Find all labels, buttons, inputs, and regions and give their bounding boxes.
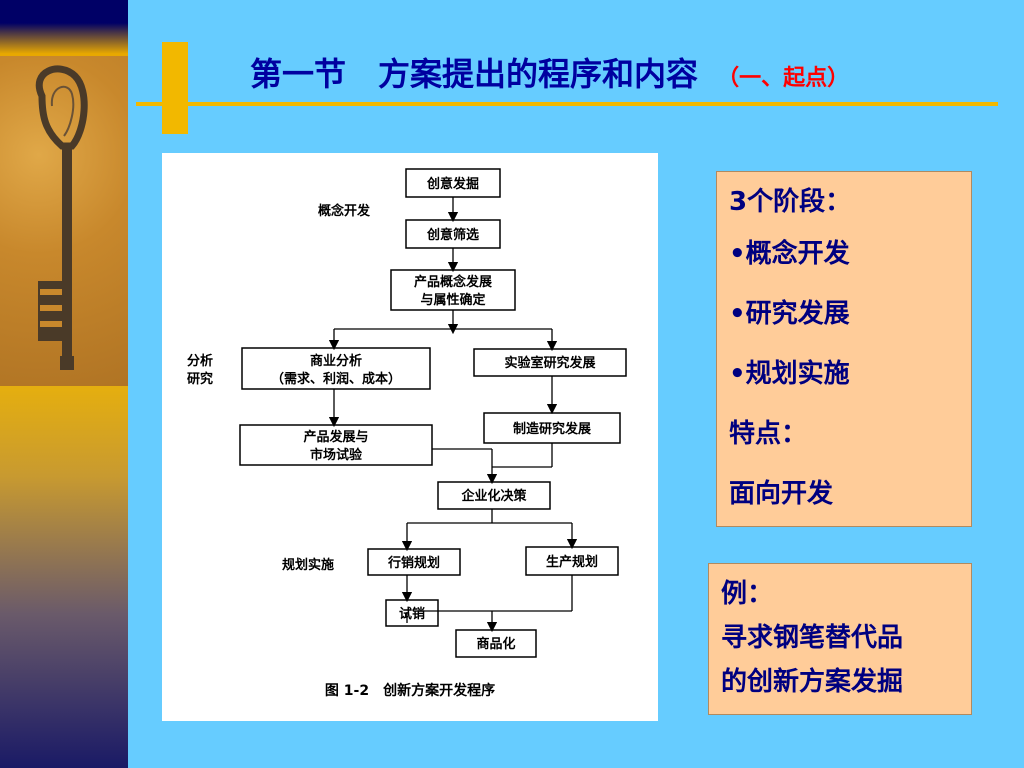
node-text-n12: 商品化 (476, 636, 515, 652)
example-line: 的创新方案发掘 (721, 667, 904, 697)
stage-label-analysis-b: 研究 (187, 371, 213, 387)
node-idea-screening (405, 219, 501, 249)
title-accent-bar (162, 42, 188, 134)
key-photo (0, 56, 128, 386)
node-text-n2: 创意筛选 (426, 227, 479, 243)
info-line: 面向开发 (729, 479, 834, 509)
stages-info-box: 3个阶段： •概念开发 •研究发展 •规划实施 特点： 面向开发 (716, 171, 972, 527)
node-idea-discovery (405, 168, 501, 198)
title-underline (136, 102, 998, 106)
flowchart-figure: 创意发掘 创意筛选 产品概念发展 与属性确定 商业分析 （需求、利润、成本） 实… (162, 153, 658, 721)
node-manufacturing-rd (483, 412, 621, 444)
slide-title: 第一节 方案提出的程序和内容 （一、起点） (250, 52, 849, 96)
node-text-n1: 创意发掘 (426, 176, 479, 192)
node-text-n5: 实验室研究发展 (504, 355, 596, 371)
stage-label-analysis-a: 分析 (187, 353, 213, 369)
node-text-n4b: （需求、利润、成本） (271, 371, 401, 387)
node-text-n7: 制造研究发展 (513, 421, 592, 437)
info-line: 特点： (729, 419, 808, 449)
node-text-n8: 企业化决策 (460, 488, 527, 504)
node-marketing-plan (367, 548, 461, 576)
key-icon (35, 65, 88, 370)
node-text-n6b: 市场试验 (310, 447, 363, 463)
node-commercialization (455, 629, 537, 658)
title-text: 第一节 方案提出的程序和内容 (250, 55, 699, 93)
example-line: 寻求钢笔替代品 (721, 623, 904, 653)
node-test-sales (385, 599, 439, 627)
info-line: •概念开发 (729, 239, 850, 269)
title-note: （一、起点） (717, 66, 850, 91)
stage-label-concept: 概念开发 (318, 203, 371, 219)
example-line: 例： (721, 579, 774, 609)
node-production-plan (525, 546, 619, 576)
node-text-n4a: 商业分析 (310, 353, 362, 369)
node-business-analysis (241, 347, 431, 390)
node-text-n6a: 产品发展与 (303, 429, 368, 445)
node-lab-rd (473, 348, 627, 377)
node-enterprise-decision (437, 481, 551, 510)
node-text-n11: 试销 (399, 606, 425, 622)
stage-label-planning: 规划实施 (282, 557, 334, 573)
figure-caption: 图 1-2 创新方案开发程序 (325, 682, 495, 699)
info-line: 3个阶段： (729, 187, 852, 217)
example-box: 例： 寻求钢笔替代品 的创新方案发掘 (708, 563, 972, 715)
info-line: •研究发展 (729, 299, 850, 329)
node-text-n3b: 与属性确定 (420, 292, 485, 308)
node-text-n10: 生产规划 (546, 554, 598, 570)
node-concept-development (390, 269, 516, 311)
node-text-n3a: 产品概念发展 (414, 274, 493, 290)
node-text-n9: 行销规划 (387, 555, 440, 571)
node-product-market-test (239, 424, 433, 466)
info-line: •规划实施 (729, 359, 850, 389)
flowchart-diagram: 创意发掘 创意筛选 产品概念发展 与属性确定 商业分析 （需求、利润、成本） 实… (187, 168, 627, 699)
